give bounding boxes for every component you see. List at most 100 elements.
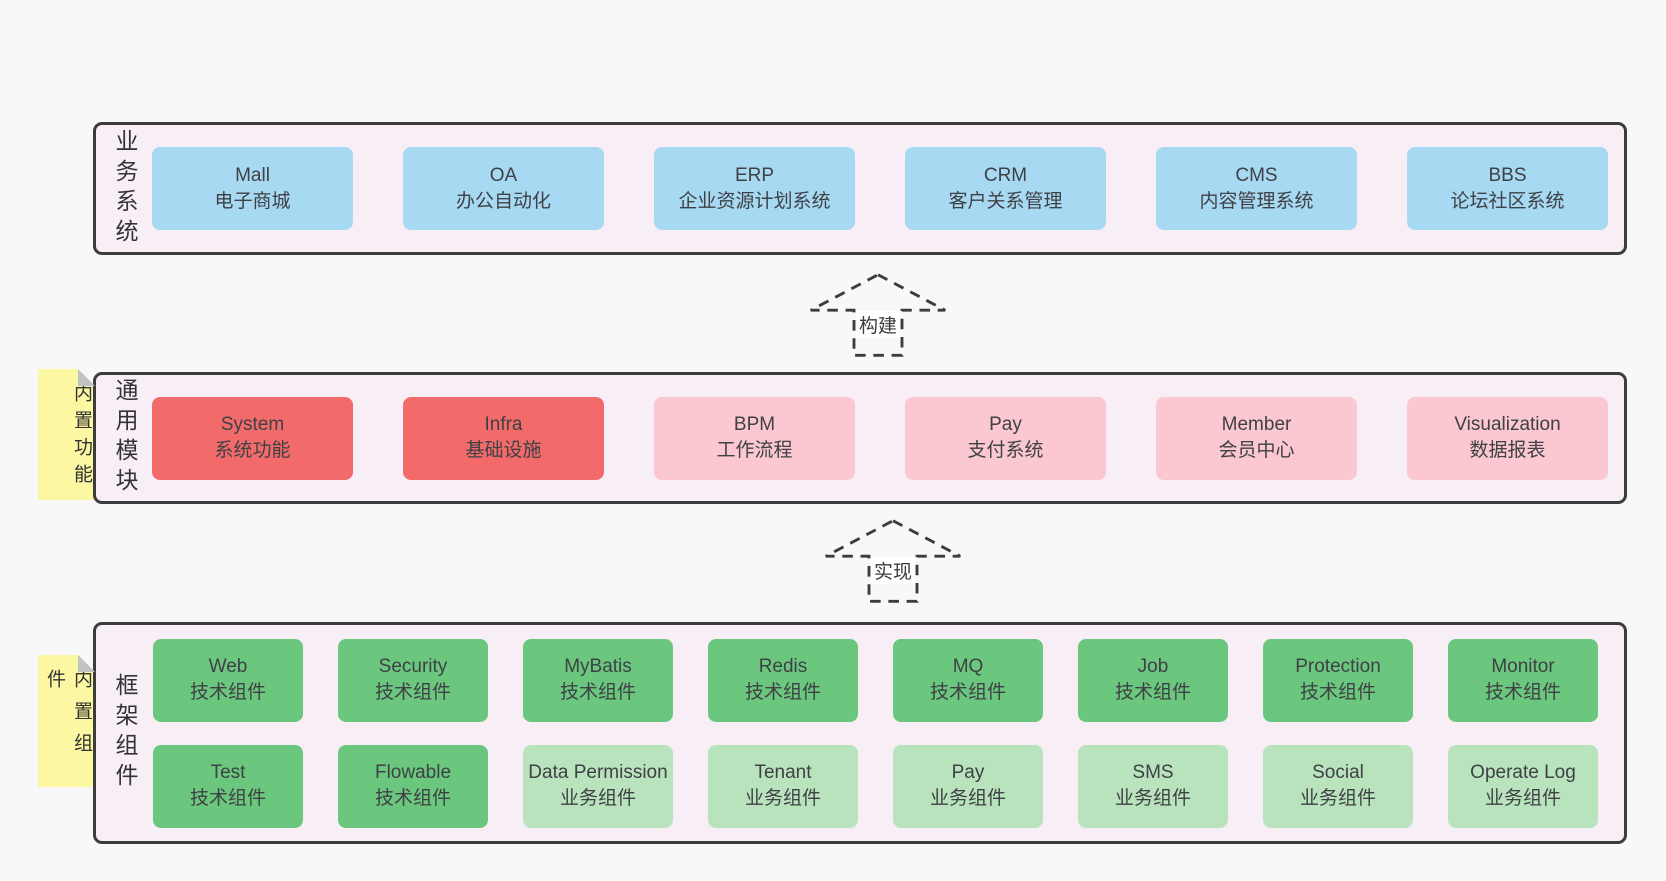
- node-redis: Redis 技术组件: [708, 638, 858, 722]
- node-protection: Protection 技术组件: [1263, 638, 1413, 722]
- node-mybatis: MyBatis 技术组件: [523, 638, 673, 722]
- node-title: CRM: [983, 164, 1028, 186]
- node-title: Monitor: [1491, 656, 1555, 677]
- node-security: Security 技术组件: [338, 638, 488, 722]
- node-subtitle: 工作流程: [716, 440, 793, 461]
- node-bpm: BPM 工作流程: [654, 396, 855, 480]
- node-subtitle: 办公自动化: [455, 190, 551, 212]
- node-subtitle: 数据报表: [1469, 440, 1546, 461]
- node-title: BPM: [733, 414, 776, 435]
- node-subtitle: 技术组件: [559, 682, 636, 703]
- node-tenant: Tenant 业务组件: [708, 744, 858, 828]
- common-modules-row: System 系统功能 Infra 基础设施 BPM 工作流程 Pay 支付系统 Member 会…: [152, 375, 1614, 501]
- node-system: System 系统功能: [152, 396, 353, 480]
- node-subtitle: 业务组件: [744, 788, 821, 809]
- node-subtitle: 技术组件: [929, 682, 1006, 703]
- node-cms: CMS 内容管理系统: [1156, 147, 1357, 230]
- node-title: Flowable: [374, 762, 452, 783]
- node-title: Data Permission: [528, 762, 668, 783]
- node-subtitle: 业务组件: [1299, 788, 1376, 809]
- sticky-note-builtin-features: 内置功能: [38, 369, 95, 500]
- node-test: Test 技术组件: [153, 744, 303, 828]
- arrow-label-build: 构建: [855, 311, 901, 338]
- node-title: Protection: [1295, 656, 1381, 677]
- node-pay: Pay 业务组件: [893, 744, 1043, 828]
- node-subtitle: 业务组件: [1484, 788, 1561, 809]
- node-mall: Mall 电子商城: [152, 147, 353, 230]
- side-label-common-modules: 通用模块: [112, 378, 138, 498]
- node-subtitle: 技术组件: [1299, 682, 1376, 703]
- node-subtitle: 论坛社区系统: [1450, 190, 1565, 212]
- node-subtitle: 系统功能: [214, 440, 291, 461]
- node-title: Operate Log: [1470, 762, 1576, 783]
- node-title: Tenant: [754, 762, 812, 783]
- node-subtitle: 技术组件: [744, 682, 821, 703]
- node-infra: Infra 基础设施: [403, 396, 604, 480]
- node-subtitle: 企业资源计划系统: [678, 190, 831, 212]
- node-title: Visualization: [1454, 414, 1561, 435]
- arrow-label-implement: 实现: [870, 557, 916, 584]
- node-flowable: Flowable 技术组件: [338, 744, 488, 828]
- node-title: SMS: [1132, 762, 1174, 783]
- node-title: Job: [1137, 656, 1169, 677]
- node-subtitle: 客户关系管理: [948, 190, 1063, 212]
- node-title: Redis: [758, 656, 808, 677]
- node-monitor: Monitor 技术组件: [1448, 638, 1598, 722]
- node-pay: Pay 支付系统: [905, 396, 1106, 480]
- node-bbs: BBS 论坛社区系统: [1407, 147, 1608, 230]
- node-title: Pay: [989, 414, 1022, 435]
- node-title: Test: [210, 762, 246, 783]
- node-visualization: Visualization 数据报表: [1407, 396, 1608, 480]
- node-title: Social: [1312, 762, 1364, 783]
- node-subtitle: 技术组件: [374, 682, 451, 703]
- sticky-note-label: 内置组件: [44, 669, 92, 765]
- node-subtitle: 会员中心: [1218, 440, 1295, 461]
- node-oa: OA 办公自动化: [403, 147, 604, 230]
- node-title: Web: [208, 656, 248, 677]
- node-title: CMS: [1235, 164, 1278, 186]
- implement-arrow: 实现: [821, 517, 965, 607]
- node-subtitle: 技术组件: [1484, 682, 1561, 703]
- node-subtitle: 业务组件: [929, 788, 1006, 809]
- node-title: System: [220, 414, 285, 435]
- node-subtitle: 业务组件: [559, 788, 636, 809]
- node-crm: CRM 客户关系管理: [905, 147, 1106, 230]
- node-title: MyBatis: [564, 656, 632, 677]
- build-arrow: 构建: [806, 271, 950, 361]
- node-mq: MQ 技术组件: [893, 638, 1043, 722]
- node-title: OA: [489, 164, 518, 186]
- node-subtitle: 技术组件: [374, 788, 451, 809]
- node-title: MQ: [952, 656, 984, 677]
- node-subtitle: 技术组件: [189, 682, 266, 703]
- node-title: Pay: [951, 762, 985, 783]
- node-subtitle: 技术组件: [189, 788, 266, 809]
- node-subtitle: 电子商城: [214, 190, 291, 212]
- node-title: Security: [378, 656, 448, 677]
- panel-common-modules: 通用模块 System 系统功能 Infra 基础设施 BPM 工作流程 Pay 支付系统 Me…: [93, 372, 1627, 504]
- sticky-note-label: 内置功能: [71, 383, 92, 491]
- node-subtitle: 内容管理系统: [1199, 190, 1314, 212]
- node-social: Social 业务组件: [1263, 744, 1413, 828]
- node-operate-log: Operate Log 业务组件: [1448, 744, 1598, 828]
- node-title: Infra: [484, 414, 523, 435]
- node-sms: SMS 业务组件: [1078, 744, 1228, 828]
- side-label-business-systems: 业务系统: [112, 128, 138, 249]
- node-subtitle: 基础设施: [465, 440, 542, 461]
- node-subtitle: 业务组件: [1114, 788, 1191, 809]
- side-label-framework-components: 框架组件: [112, 673, 138, 793]
- node-title: Member: [1221, 414, 1292, 435]
- node-title: BBS: [1488, 164, 1527, 186]
- node-member: Member 会员中心: [1156, 396, 1357, 480]
- sticky-note-builtin-components: 内置组件: [38, 655, 95, 787]
- node-title: Mall: [235, 164, 270, 186]
- node-data-permission: Data Permission 业务组件: [523, 744, 673, 828]
- node-subtitle: 支付系统: [967, 440, 1044, 461]
